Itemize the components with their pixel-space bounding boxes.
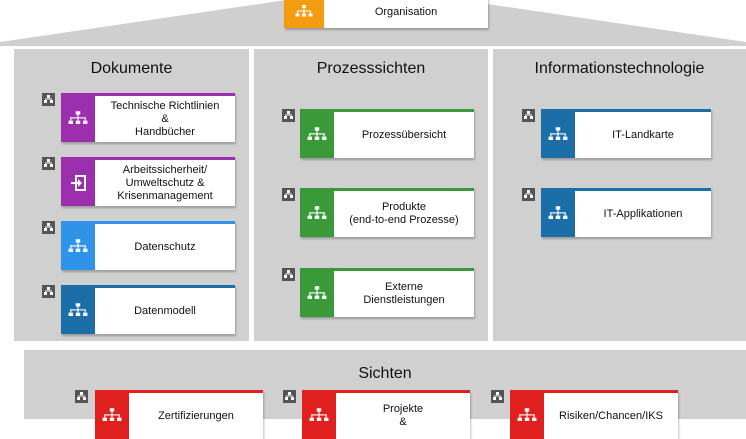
org-chart-icon — [510, 393, 544, 439]
tile-label: Risiken/Chancen/IKS — [559, 409, 663, 422]
tile-label: Prozessübersicht — [361, 128, 447, 141]
model-icon[interactable] — [75, 390, 88, 403]
org-chart-icon — [61, 96, 95, 142]
section-title-informationstechnologie: Informationstechnologie — [534, 60, 705, 77]
tile-label: Produkte (end-to-end Prozesse) — [349, 201, 459, 226]
model-icon[interactable] — [282, 188, 295, 201]
model-icon[interactable] — [282, 268, 295, 281]
tile-label: Projekte & — [382, 403, 424, 428]
model-icon[interactable] — [522, 188, 535, 201]
tile-label: Technische Richtlinien & Handbücher — [110, 99, 220, 138]
tile-risiken[interactable]: Risiken/Chancen/IKS — [510, 390, 678, 439]
tile-technische-richtlinien[interactable]: Technische Richtlinien & Handbücher — [61, 93, 235, 142]
model-icon[interactable] — [491, 390, 504, 403]
section-title-prozesssichten: Prozesssichten — [316, 60, 426, 77]
tile-datenschutz[interactable]: Datenschutz — [61, 221, 235, 270]
tile-zertifizierungen[interactable]: Zertifizierungen — [95, 390, 263, 439]
tile-projekte[interactable]: Projekte & — [302, 390, 470, 439]
org-chart-icon — [284, 0, 324, 28]
tile-label: IT-Applikationen — [603, 207, 683, 220]
tile-label: Externe Dienstleistungen — [363, 281, 445, 306]
model-icon[interactable] — [282, 109, 295, 122]
model-icon[interactable] — [42, 157, 55, 170]
org-chart-icon — [541, 191, 575, 237]
section-title-dokumente: Dokumente — [90, 60, 173, 77]
tile-it-landkarte[interactable]: IT-Landkarte — [541, 109, 711, 158]
model-icon[interactable] — [522, 109, 535, 122]
org-chart-icon — [61, 288, 95, 334]
tile-label: IT-Landkarte — [612, 128, 674, 141]
tile-it-applikationen[interactable]: IT-Applikationen — [541, 188, 711, 237]
tile-label: Arbeitssicherheit/ Umweltschutz & Krisen… — [117, 163, 213, 202]
section-title-sichten: Sichten — [358, 365, 412, 382]
tile-prozessuebersicht[interactable]: Prozessübersicht — [300, 109, 474, 158]
model-icon[interactable] — [42, 93, 55, 106]
sign-in-icon — [61, 160, 95, 206]
org-chart-icon — [541, 112, 575, 158]
tile-organisation[interactable]: Organisation — [284, 0, 488, 28]
tile-datenmodell[interactable]: Datenmodell — [61, 285, 235, 334]
tile-organisation-label: Organisation — [374, 5, 438, 18]
tile-label: Datenschutz — [134, 240, 196, 253]
model-icon[interactable] — [42, 285, 55, 298]
model-icon[interactable] — [283, 390, 296, 403]
org-chart-icon — [300, 191, 334, 237]
tile-arbeitssicherheit[interactable]: Arbeitssicherheit/ Umweltschutz & Krisen… — [61, 157, 235, 206]
tile-externe-dienstleistungen[interactable]: Externe Dienstleistungen — [300, 268, 474, 317]
tile-label: Zertifizierungen — [158, 409, 234, 422]
tile-label: Datenmodell — [134, 304, 196, 317]
org-chart-icon — [302, 393, 336, 439]
org-chart-icon — [300, 112, 334, 158]
model-icon[interactable] — [42, 221, 55, 234]
tile-produkte[interactable]: Produkte (end-to-end Prozesse) — [300, 188, 474, 237]
org-chart-icon — [300, 271, 334, 317]
org-chart-icon — [95, 393, 129, 439]
org-chart-icon — [61, 224, 95, 270]
